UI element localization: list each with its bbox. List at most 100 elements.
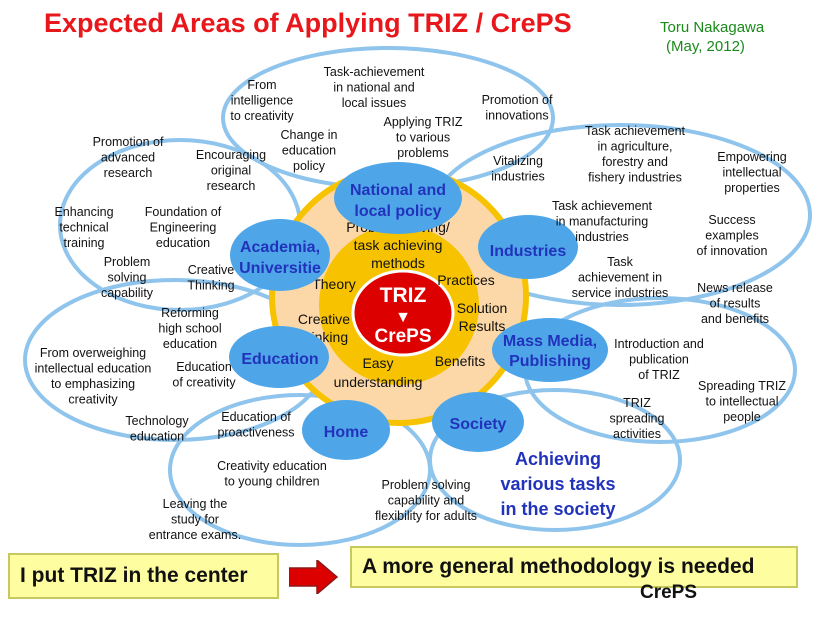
item-label-problem-solving-adults: Problem solving xyxy=(382,478,471,492)
item-label-leaving-study: entrance exams. xyxy=(149,528,241,542)
inner-label: task achieving xyxy=(354,237,443,253)
item-label-technology-edu: education xyxy=(130,430,184,444)
item-label-spreading-triz: Spreading TRIZ xyxy=(698,379,786,393)
hub-label-mass-media: Publishing xyxy=(509,353,591,370)
item-label-task-manuf: in manufacturing xyxy=(556,215,648,229)
item-label-task-national: Task-achievement xyxy=(324,65,425,79)
achieving-label: Achieving various tasks in the society xyxy=(500,449,615,519)
item-label-foundation: education xyxy=(156,236,210,250)
hub-label-national: local policy xyxy=(354,203,441,220)
hub-label-society: Society xyxy=(450,416,507,433)
inner-label: Benefits xyxy=(435,353,486,369)
item-label-task-manuf: industries xyxy=(575,230,629,244)
item-label-success: of innovation xyxy=(697,244,768,258)
author-date: (May, 2012) xyxy=(666,38,745,55)
achieving-line: Achieving xyxy=(515,449,601,469)
item-label-vitalizing: industries xyxy=(491,170,545,184)
hub-mass-media xyxy=(492,318,608,382)
item-label-task-agri: in agriculture, xyxy=(597,140,672,154)
center-arrow: ▼ xyxy=(395,309,411,326)
item-label-task-manuf: Task achievement xyxy=(552,199,653,213)
hub-circles xyxy=(229,162,608,460)
item-label-problem-solving-cap: solving xyxy=(108,271,147,285)
item-label-education-creativity: of creativity xyxy=(172,376,236,390)
item-label-from-intelligence: to creativity xyxy=(230,109,294,123)
center-title: TRIZ xyxy=(380,284,427,307)
center-disc xyxy=(351,269,455,357)
hub-academia xyxy=(230,219,330,291)
hub-label-mass-media: Mass Media, xyxy=(503,333,597,350)
item-label-creativity-young: Creativity education xyxy=(217,459,327,473)
inner-label: Solution xyxy=(457,300,508,316)
item-label-success: Success xyxy=(708,213,755,227)
inner-label: Creative xyxy=(298,311,350,327)
callout-general-methodology: A more general methodology is needed xyxy=(350,546,798,588)
item-label-introduction: Introduction and xyxy=(614,337,704,351)
item-label-foundation: Foundation of xyxy=(145,205,222,219)
item-label-applying-triz: to various xyxy=(396,131,450,145)
item-label-vitalizing: Vitalizing xyxy=(493,154,543,168)
item-label-triz-spreading: spreading xyxy=(610,412,665,426)
creps-note: CrePS xyxy=(640,582,698,603)
item-label-change-education: policy xyxy=(293,159,326,173)
item-label-creative-thinking-edu: Creative xyxy=(188,263,235,277)
inner-label: Practices xyxy=(437,272,495,288)
item-label-promotion-research: advanced xyxy=(101,151,155,165)
item-label-reforming: education xyxy=(163,337,217,351)
item-label-news-release: News release xyxy=(697,281,773,295)
item-label-empowering: intellectual xyxy=(722,166,781,180)
item-label-leaving-study: study for xyxy=(171,513,219,527)
page-title: Expected Areas of Applying TRIZ / CrePS xyxy=(44,8,572,38)
item-label-spreading-triz: people xyxy=(723,410,761,424)
hub-national xyxy=(334,162,462,234)
item-label-task-service: service industries xyxy=(572,286,669,300)
hub-education xyxy=(229,326,329,388)
hub-industries xyxy=(478,215,578,279)
item-label-from-overweighing: to emphasizing xyxy=(51,377,135,391)
hub-label-home: Home xyxy=(324,424,369,441)
item-label-task-service: Task xyxy=(607,255,633,269)
hub-home xyxy=(302,400,390,460)
achieving-line: various tasks xyxy=(500,474,615,494)
item-label-problem-solving-adults: flexibility for adults xyxy=(375,509,477,523)
item-label-empowering: Empowering xyxy=(717,150,787,164)
achieving-line: in the society xyxy=(500,499,615,519)
item-label-problem-solving-adults: capability and xyxy=(388,494,464,508)
inner-label: Easy xyxy=(362,355,393,371)
item-label-creativity-young: to young children xyxy=(224,475,319,489)
item-label-applying-triz: problems xyxy=(397,146,448,160)
item-label-enhancing: Enhancing xyxy=(54,205,113,219)
item-label-education-creativity: Education xyxy=(176,360,232,374)
item-label-from-intelligence: From xyxy=(247,78,276,92)
hub-label-academia: Universitie xyxy=(239,260,321,277)
item-label-enhancing: training xyxy=(64,236,105,250)
inner-label: methods xyxy=(371,255,425,271)
item-label-task-agri: Task achievement xyxy=(585,124,686,138)
item-label-applying-triz: Applying TRIZ xyxy=(384,115,463,129)
hub-labels: National and local policy Industries Mas… xyxy=(239,182,597,441)
item-label-news-release: of results xyxy=(710,297,761,311)
item-label-from-overweighing: intellectual education xyxy=(35,362,152,376)
item-label-success: examples xyxy=(705,229,759,243)
petal-home xyxy=(168,393,432,547)
item-label-problem-solving-cap: capability xyxy=(101,286,154,300)
item-label-leaving-study: Leaving the xyxy=(163,497,228,511)
item-label-education-proactive: Education of xyxy=(221,410,291,424)
item-label-technology-edu: Technology xyxy=(125,414,189,428)
inner-label: Results xyxy=(459,318,506,334)
hub-society xyxy=(432,392,524,452)
item-label-enhancing: technical xyxy=(59,221,108,235)
item-label-education-proactive: proactiveness xyxy=(217,426,294,440)
center-subtitle: CrePS xyxy=(374,326,431,347)
callout-triz-center: I put TRIZ in the center xyxy=(8,553,279,599)
item-label-change-education: education xyxy=(282,144,336,158)
author-name: Toru Nakagawa xyxy=(660,19,765,36)
item-label-encouraging: Encouraging xyxy=(196,148,266,162)
item-label-task-service: achievement in xyxy=(578,271,662,285)
item-label-from-intelligence: intelligence xyxy=(231,94,294,108)
hub-label-industries: Industries xyxy=(490,243,567,260)
right-arrow-icon xyxy=(289,560,339,594)
item-label-promotion-research: Promotion of xyxy=(93,135,164,149)
